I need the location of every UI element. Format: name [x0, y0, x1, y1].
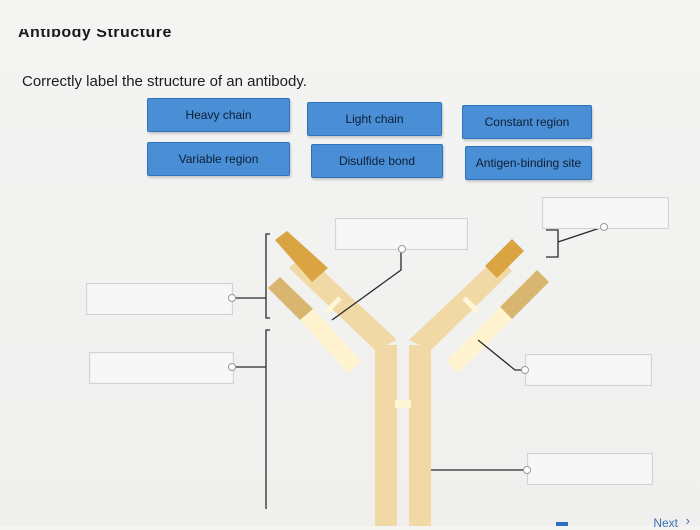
light-variable-right	[500, 270, 549, 319]
leader-antigen-right	[558, 227, 603, 242]
drop-target-left-upper[interactable]	[86, 283, 233, 315]
heavy-chain-stem-right	[409, 345, 431, 526]
connector-dot	[398, 245, 406, 253]
connector-dot	[521, 366, 529, 374]
connector-dot	[600, 223, 608, 231]
connector-dot	[228, 363, 236, 371]
next-button[interactable]: Next	[653, 516, 678, 530]
bracket-antigen-right	[546, 230, 558, 257]
disulfide-bridge	[395, 400, 411, 408]
connector-dot	[523, 466, 531, 474]
drop-target-right-bottom[interactable]	[527, 453, 653, 485]
bracket-heavy-left	[266, 330, 270, 509]
drop-target-left-lower[interactable]	[89, 352, 234, 384]
connector-dot	[228, 294, 236, 302]
drop-target-right-middle[interactable]	[525, 354, 652, 386]
bracket-variable-left	[266, 234, 270, 318]
heavy-chain-stem-left	[375, 345, 397, 526]
progress-indicator	[556, 522, 568, 526]
